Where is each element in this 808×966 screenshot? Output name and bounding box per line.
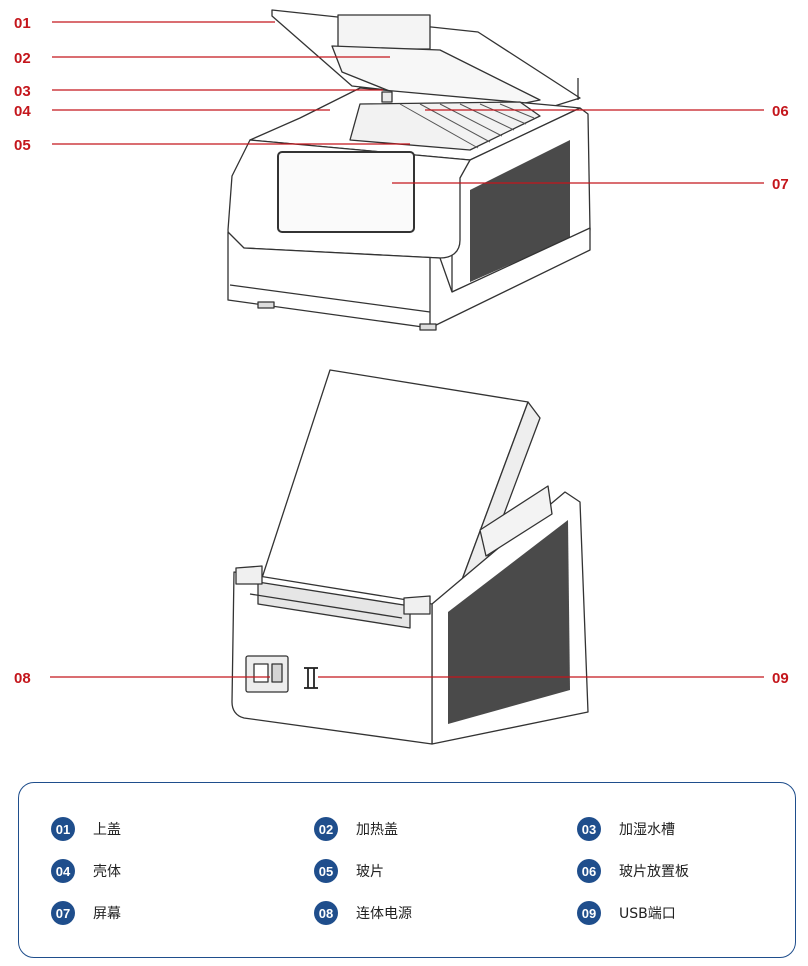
legend-item-07: 07 屏幕 xyxy=(51,901,121,925)
legend-item-04: 04 壳体 xyxy=(51,859,121,883)
callout-01: 01 xyxy=(14,15,31,32)
callout-06: 06 xyxy=(772,103,789,120)
legend-badge: 09 xyxy=(577,901,601,925)
legend-label: 玻片放置板 xyxy=(619,864,689,880)
legend-item-06: 06 玻片放置板 xyxy=(577,859,689,883)
slide-tray xyxy=(349,101,541,151)
legend-badge: 02 xyxy=(314,817,338,841)
front-view xyxy=(227,9,591,331)
legend-item-05: 05 玻片 xyxy=(314,859,384,883)
callout-08: 08 xyxy=(14,670,31,687)
lid-window xyxy=(337,14,431,50)
legend-item-03: 03 加湿水槽 xyxy=(577,817,675,841)
legend-label: 连体电源 xyxy=(356,906,412,922)
lower-body xyxy=(227,227,591,329)
legend-label: 加湿水槽 xyxy=(619,822,675,838)
callout-07: 07 xyxy=(772,176,789,193)
legend-badge: 04 xyxy=(51,859,75,883)
legend-box: 01 上盖 02 加热盖 03 加湿水槽 04 壳体 05 玻片 06 玻片放置… xyxy=(18,782,796,958)
legend-label: USB端口 xyxy=(619,906,676,922)
legend-item-02: 02 加热盖 xyxy=(314,817,398,841)
legend-badge: 07 xyxy=(51,901,75,925)
back-vent-grille xyxy=(448,520,570,724)
back-view xyxy=(231,369,589,745)
legend-item-01: 01 上盖 xyxy=(51,817,121,841)
legend-label: 上盖 xyxy=(93,822,121,838)
legend-badge: 01 xyxy=(51,817,75,841)
legend-badge: 03 xyxy=(577,817,601,841)
legend-label: 壳体 xyxy=(93,864,121,880)
touch-screen xyxy=(277,151,415,233)
legend-item-08: 08 连体电源 xyxy=(314,901,412,925)
callout-03: 03 xyxy=(14,83,31,100)
callout-04: 04 xyxy=(14,103,31,120)
callout-05: 05 xyxy=(14,137,31,154)
device-diagram: 01 02 03 04 05 06 07 08 09 xyxy=(14,9,789,745)
legend-item-09: 09 USB端口 xyxy=(577,901,676,925)
vent-grille xyxy=(470,140,570,282)
usb-port xyxy=(304,667,318,689)
water-tank xyxy=(381,91,393,103)
legend-badge: 08 xyxy=(314,901,338,925)
callout-02: 02 xyxy=(14,50,31,67)
slide-slots xyxy=(399,103,535,149)
callout-lines xyxy=(50,21,764,678)
legend-badge: 05 xyxy=(314,859,338,883)
callout-numbers: 01 02 03 04 05 06 07 08 09 xyxy=(14,15,789,687)
power-switch xyxy=(253,663,269,683)
callout-09: 09 xyxy=(772,670,789,687)
legend-label: 屏幕 xyxy=(93,906,121,922)
legend-badge: 06 xyxy=(577,859,601,883)
legend-label: 加热盖 xyxy=(356,822,398,838)
legend-label: 玻片 xyxy=(356,864,384,880)
